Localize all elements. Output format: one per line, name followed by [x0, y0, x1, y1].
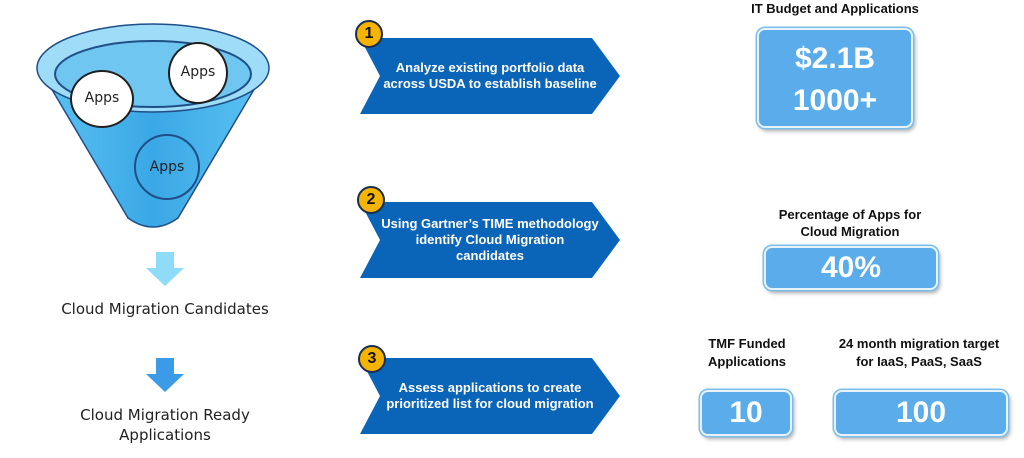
- target-title-line2: for IaaS, PaaS, SaaS: [856, 354, 982, 369]
- apps-bubble-top-right: [168, 42, 228, 104]
- cloud-migration-ready-label-line1: Cloud Migration Ready: [80, 406, 250, 424]
- target-value: 100: [895, 396, 947, 429]
- step-1-text: Analyze existing portfolio data across U…: [383, 60, 597, 91]
- it-budget-box: $2.1B 1000+: [757, 28, 913, 128]
- apps-bubble-label: Apps: [84, 90, 120, 106]
- tmf-title-line2: Applications: [707, 354, 786, 369]
- tmf-box: 10: [700, 390, 792, 436]
- percentage-value: 40%: [820, 251, 882, 284]
- percentage-title-line2: Cloud Migration: [800, 224, 900, 239]
- down-arrow-icon: [146, 252, 184, 286]
- it-budget-value: $2.1B: [794, 42, 876, 75]
- tmf-title-line1: TMF Funded: [708, 336, 786, 351]
- step-2-banner: Using Gartner’s TIME methodology identif…: [360, 202, 620, 278]
- step-3-banner: Assess applications to create prioritize…: [360, 358, 620, 434]
- percentage-title-line1: Percentage of Apps for: [778, 207, 922, 222]
- cloud-migration-candidates-label: Cloud Migration Candidates: [61, 300, 269, 318]
- down-arrow-icon: [146, 358, 184, 392]
- target-box: 100: [834, 390, 1008, 436]
- apps-bubble-label: Apps: [180, 64, 216, 80]
- apps-bubble-left: [70, 70, 134, 128]
- step-1-banner: Analyze existing portfolio data across U…: [360, 38, 620, 114]
- target-title-line1: 24 month migration target: [838, 336, 1000, 351]
- step-3-number-badge: 3: [358, 345, 386, 373]
- tmf-value: 10: [729, 396, 763, 429]
- percentage-box: 40%: [764, 246, 938, 290]
- applications-count-value: 1000+: [792, 84, 878, 117]
- funnel-graphic: [28, 8, 278, 238]
- cloud-migration-ready-label-line2: Applications: [119, 426, 211, 444]
- it-budget-title: IT Budget and Applications: [751, 1, 919, 16]
- apps-bubble-bottom: [134, 134, 200, 200]
- step-2-text: Using Gartner’s TIME methodology identif…: [381, 216, 599, 263]
- apps-bubble-label: Apps: [149, 159, 185, 175]
- step-1-number-badge: 1: [355, 20, 383, 48]
- step-3-text: Assess applications to create prioritize…: [386, 380, 594, 411]
- step-2-number-badge: 2: [357, 186, 385, 214]
